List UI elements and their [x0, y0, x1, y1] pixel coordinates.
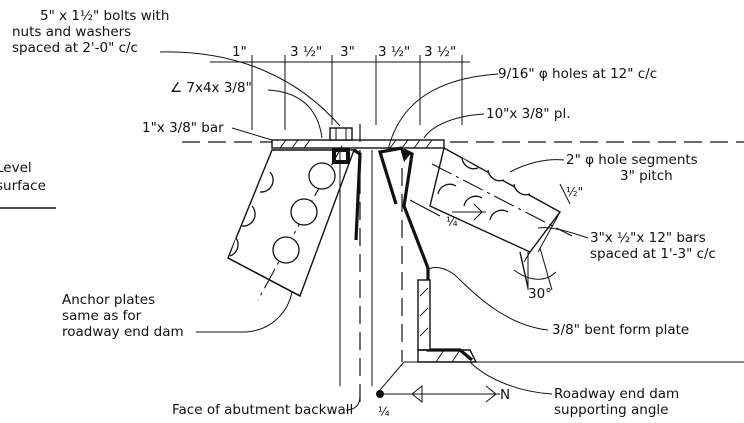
weld-n: N	[500, 387, 510, 403]
bar-label: 1"x 3/8" bar	[142, 120, 224, 136]
plate-label: 10"x 3/8" pl.	[486, 106, 571, 122]
dim-1: 1"	[232, 44, 247, 60]
bolt-note-line2: nuts and washers	[12, 24, 131, 40]
bent-plate-label: 3/8" bent form plate	[552, 322, 689, 338]
face-abutment-leader	[345, 395, 361, 411]
bolt-note-line3: spaced at 2'-0" c/c	[12, 40, 138, 56]
holes-leader	[387, 73, 499, 151]
bars-line1: 3"x ½"x 12" bars	[590, 230, 706, 246]
hole-segments-line2: 3" pitch	[620, 168, 673, 184]
half-inch-label: ½"	[566, 185, 583, 199]
holes-label: 9/16" φ holes at 12" c/c	[498, 66, 657, 82]
bar-leader	[231, 127, 273, 141]
bars-line2: spaced at 1'-3" c/c	[590, 246, 716, 262]
weld-quarter-upper: ¼	[446, 215, 458, 229]
dim-4: 3 ½"	[378, 44, 410, 60]
top-plate-assembly	[271, 127, 445, 164]
anchor-line1: Anchor plates	[62, 292, 155, 308]
bent-form-plate	[377, 146, 478, 363]
angle-30-label: 30°	[528, 286, 552, 302]
bent-plate-leader	[427, 267, 549, 331]
anchor-line3: roadway end dam	[62, 324, 184, 340]
right-anchor-plate	[409, 146, 573, 289]
hole-segments-leader	[509, 159, 565, 173]
half-inch-dim	[559, 183, 571, 205]
level-surface-line1: Level	[0, 160, 32, 176]
anchor-leader	[196, 291, 293, 333]
dimension-chain: 1" 3 ½" 3" 3 ½" 3 ½"	[210, 44, 470, 130]
bolt-note-line1: 5" x 1½" bolts with	[40, 8, 169, 24]
dim-5: 3 ½"	[424, 44, 456, 60]
weld-quarter-lower: ¼	[378, 405, 390, 419]
angle-label: ∠ 7x4x 3/8"	[170, 80, 252, 96]
anchor-line2: same as for	[62, 308, 142, 324]
bars-leader	[537, 227, 589, 239]
angle-30-dimension: 30°	[513, 247, 557, 302]
weld-symbol-lower: N ¼	[376, 361, 510, 419]
dim-2: 3 ½"	[290, 44, 322, 60]
level-surface-line2: surface	[0, 178, 46, 194]
face-abutment-label: Face of abutment backwall	[172, 402, 353, 418]
dim-3: 3"	[340, 44, 355, 60]
weld-symbol-upper: ¼	[446, 203, 486, 229]
roadway-angle-line1: Roadway end dam	[554, 386, 679, 402]
angle-leader	[267, 89, 323, 139]
roadway-angle-line2: supporting angle	[554, 402, 668, 418]
plate-leader	[423, 113, 485, 139]
bolt-leader	[159, 51, 341, 127]
roadway-angle-leader	[469, 361, 553, 395]
hole-segments-line1: 2" φ hole segments	[566, 152, 698, 168]
